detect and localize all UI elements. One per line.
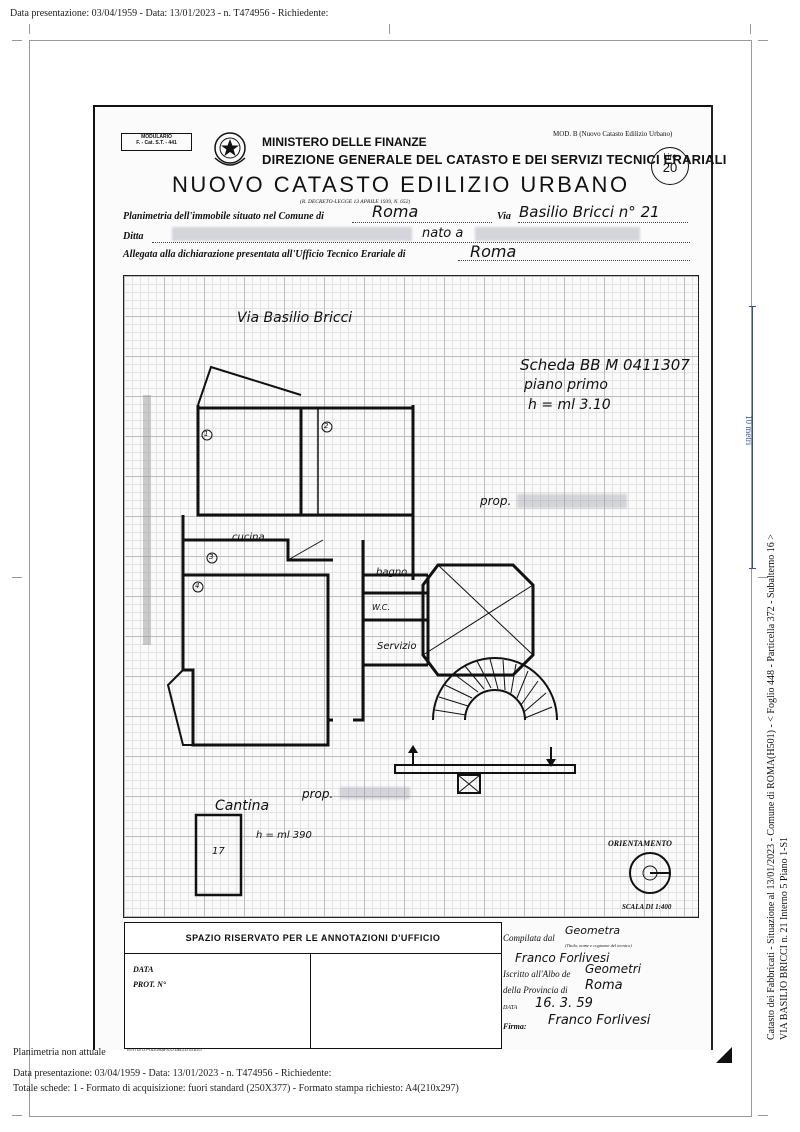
servizio-label: Servizio <box>377 641 417 652</box>
scale-bar <box>752 306 753 568</box>
planimetria-label: Planimetria dell'immobile situato nel Co… <box>123 211 324 222</box>
street-label: Via Basilio Bricci <box>237 310 353 326</box>
anno-data-label: DATA <box>133 965 154 974</box>
room-number-2: 2 <box>324 422 329 430</box>
redacted-owner <box>172 227 412 241</box>
via-label: Via <box>497 211 511 222</box>
tecnico-name: Franco Forlivesi <box>515 951 610 965</box>
data-label: DATA <box>503 1005 518 1011</box>
floor-plan-drawing <box>143 365 671 897</box>
data-value: 16. 3. 59 <box>535 996 593 1011</box>
altezza-label: h = ml 3.10 <box>528 397 611 413</box>
scala-label: SCALA DI 1:400 <box>622 903 672 911</box>
modulario-box: MODULARIO F. - Cat. S.T. - 441 <box>121 133 192 151</box>
stamp-lire: Lire 20 <box>651 147 689 185</box>
planimetria-non-attuale: Planimetria non attuale <box>13 1047 106 1058</box>
annotations-title: SPAZIO RISERVATO PER LE ANNOTAZIONI D'UF… <box>125 923 501 954</box>
nato-a: nato a <box>422 226 464 241</box>
iscritto-value: Geometri <box>585 962 642 976</box>
prop-label-lower: prop. <box>302 787 334 801</box>
top-metadata: Data presentazione: 03/04/1959 - Data: 1… <box>10 8 329 19</box>
ministry-name: MINISTERO DELLE FINANZE <box>262 135 427 149</box>
sidebar-catasto-info: Catasto dei Fabbricati - Situazione al 1… <box>766 534 777 1040</box>
orientamento-label: ORIENTAMENTO <box>608 839 672 848</box>
page-title: NUOVO CATASTO EDILIZIO URBANO <box>172 172 630 197</box>
ditta-label: Ditta <box>123 231 144 242</box>
firma-label: Firma: <box>503 1022 527 1031</box>
scheda-label: Scheda BB M 0411307 <box>520 356 690 374</box>
via-value: Basilio Bricci n° 21 <box>519 203 660 221</box>
cantina-label: Cantina <box>215 798 270 814</box>
compilata-value: Geometra <box>565 924 621 937</box>
sidebar-address: VIA BASILIO BRICCI n. 21 Interno 5 Piano… <box>779 836 790 1040</box>
cucina-label: cucina <box>232 532 265 543</box>
footer-line-2: Totale schede: 1 - Formato di acquisizio… <box>13 1083 459 1094</box>
direzione-title: DIREZIONE GENERALE DEL CATASTO E DEI SER… <box>262 152 727 167</box>
wc-label: W.C. <box>372 603 390 612</box>
piano-label: piano primo <box>524 377 608 393</box>
ufficio-value: Roma <box>470 242 517 261</box>
printer-mark: ISTITUTO POLIGRAFICO DELLO STATO <box>127 1047 202 1052</box>
provincia-label: della Provincia di <box>503 985 568 995</box>
cantina-number: 17 <box>212 846 225 857</box>
compilata-label: Compilata dal <box>503 933 555 943</box>
cantina-height: h = ml 390 <box>256 830 312 841</box>
anno-prot-label: PROT. N° <box>133 980 167 989</box>
room-number-1: 1 <box>204 430 209 438</box>
page-frame <box>29 40 752 1117</box>
footer-line-1: Data presentazione: 03/04/1959 - Data: 1… <box>13 1068 332 1079</box>
prop-label-upper: prop. <box>480 494 512 508</box>
decreto-note: (R. DECRETO-LEGGE 13 APRILE 1939, N. 652… <box>300 199 411 205</box>
redacted-birthplace <box>475 227 640 241</box>
comune-value: Roma <box>372 202 419 221</box>
iscritto-label: Iscritto all'Albo de <box>503 969 571 979</box>
provincia-value: Roma <box>585 978 623 993</box>
modello-label: MOD. B (Nuovo Catasto Edilizio Urbano) <box>553 130 673 138</box>
titolo-note: (Titolo, nome e cognome del tecnico) <box>565 943 632 948</box>
firma-value: Franco Forlivesi <box>548 1013 651 1028</box>
allegata-label: Allegata alla dichiarazione presentata a… <box>123 249 406 260</box>
annotations-box: SPAZIO RISERVATO PER LE ANNOTAZIONI D'UF… <box>124 922 502 1049</box>
corner-triangle-icon <box>716 1047 732 1063</box>
room-number-3: 3 <box>209 553 214 561</box>
scale-bar-label: 10 metri <box>744 415 754 446</box>
republic-emblem-icon <box>214 132 246 166</box>
room-number-4: 4 <box>195 582 200 590</box>
bagno-label: bagno <box>376 567 408 578</box>
floor-plan <box>123 275 699 918</box>
